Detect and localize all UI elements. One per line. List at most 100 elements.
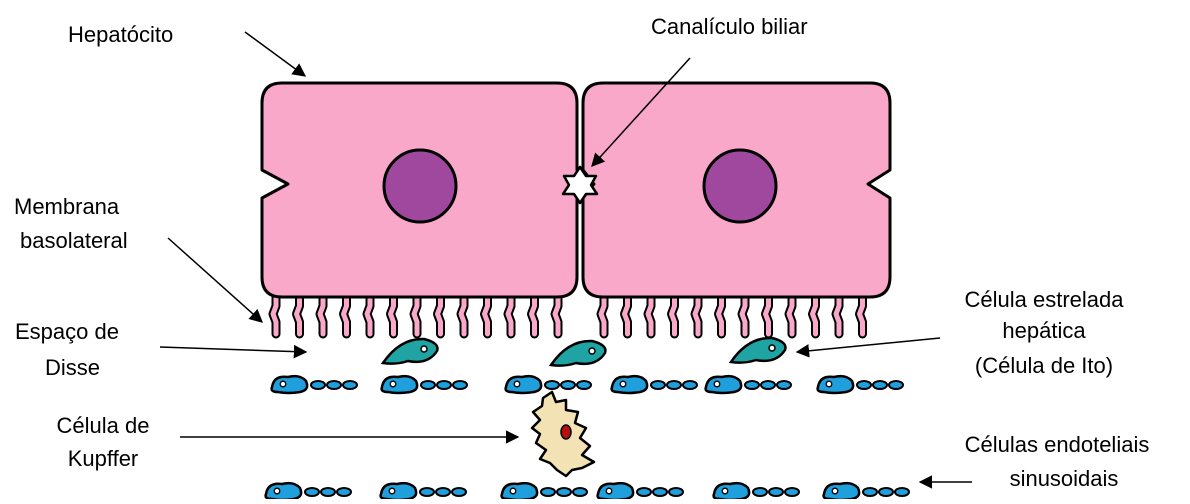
endothelial-cell-body	[824, 483, 860, 499]
endothelial-cell-body	[714, 483, 750, 499]
endothelial-cell-body	[266, 483, 302, 499]
endothelial-cell-nucleus	[510, 488, 516, 494]
endothelial-segment	[436, 488, 450, 496]
stellate-cell-nucleus	[769, 345, 775, 351]
endothelial-cell-nucleus	[280, 381, 286, 387]
endothelial-segment	[557, 488, 571, 496]
endothelial-segment	[879, 488, 893, 496]
arrow-basolateral	[168, 238, 262, 322]
endothelial-segment	[337, 488, 351, 496]
endothelial-cell-nucleus	[514, 381, 520, 387]
endothelial-cell	[506, 376, 542, 393]
endothelial-segment	[753, 488, 767, 496]
endothelial-cell-body	[706, 376, 742, 393]
endothelial-cell	[502, 483, 538, 499]
endothelial-cell	[382, 376, 418, 393]
endothelial-cell-body	[598, 483, 634, 499]
endothelial-cell-nucleus	[274, 488, 280, 494]
endothelial-cell	[706, 376, 742, 393]
endothelial-cell-nucleus	[389, 488, 395, 494]
endothelial-cell	[818, 376, 854, 393]
endothelial-segment	[785, 488, 799, 496]
arrow-stellate	[797, 338, 940, 352]
stellate-cell-body	[731, 338, 785, 363]
endothelial-cell	[381, 483, 417, 499]
label-bile-canaliculus: Canalículo biliar	[651, 14, 808, 39]
endothelial-cell	[272, 376, 308, 393]
endothelial-segment	[541, 488, 555, 496]
endothelial-cell	[598, 483, 634, 499]
stellate-cell	[551, 341, 605, 366]
endothelial-segment	[573, 488, 587, 496]
endothelial-cell	[824, 483, 860, 499]
endothelial-segment	[452, 488, 466, 496]
endothelial-segment	[577, 381, 591, 389]
endothelial-segment	[561, 381, 575, 389]
endothelial-segment	[305, 488, 319, 496]
label-hepatocyte: Hepatócito	[68, 22, 173, 47]
label-basolateral-line2: basolateral	[20, 228, 128, 253]
label-endothelial-line1: Células endoteliais	[965, 432, 1150, 457]
endothelial-segment	[667, 381, 681, 389]
endothelial-segment	[651, 381, 665, 389]
endothelial-cell-nucleus	[722, 488, 728, 494]
endothelial-cell-body	[272, 376, 308, 393]
label-disse-line2: Disse	[45, 355, 100, 380]
endothelial-cell	[266, 483, 302, 499]
stellate-cell-body	[383, 339, 437, 364]
hepatocyte-left	[262, 83, 588, 297]
label-kupffer-line2: Kupffer	[68, 446, 139, 471]
endothelial-cell-body	[382, 376, 418, 393]
stellate-cell-nucleus	[421, 346, 427, 352]
arrow-disse	[160, 347, 306, 352]
endothelial-segment	[321, 488, 335, 496]
endothelial-segment	[637, 488, 651, 496]
endothelial-cell-nucleus	[620, 381, 626, 387]
label-stellate-line2: hepática	[1002, 318, 1086, 343]
nucleus-right	[704, 150, 776, 222]
endothelial-cell-body	[818, 376, 854, 393]
stellate-cell-body	[551, 341, 605, 366]
stellate-cell	[383, 339, 437, 364]
endothelial-segment	[421, 381, 435, 389]
endothelial-segment	[857, 381, 871, 389]
endothelial-segment	[683, 381, 697, 389]
kupffer-nucleus	[561, 425, 571, 439]
endothelial-cell-nucleus	[832, 488, 838, 494]
endothelial-segment	[745, 381, 759, 389]
stellate-cell	[731, 338, 785, 363]
endothelial-segment	[777, 381, 791, 389]
endothelial-segment	[653, 488, 667, 496]
endothelial-segment	[761, 381, 775, 389]
endothelial-segment	[311, 381, 325, 389]
stellate-cells	[383, 338, 785, 366]
endothelial-segment	[420, 488, 434, 496]
label-stellate-line3: (Célula de Ito)	[975, 353, 1113, 378]
nucleus-left	[384, 150, 456, 222]
endothelial-segment	[873, 381, 887, 389]
endothelial-segment	[545, 381, 559, 389]
endothelial-cell-nucleus	[826, 381, 832, 387]
stellate-cell-nucleus	[589, 348, 595, 354]
endothelial-cell-nucleus	[390, 381, 396, 387]
hepatocyte-right	[583, 83, 890, 297]
endothelial-cell	[714, 483, 750, 499]
label-stellate-line1: Célula estrelada	[965, 287, 1125, 312]
endothelial-segment	[327, 381, 341, 389]
endothelial-segment	[863, 488, 877, 496]
endothelial-segment	[453, 381, 467, 389]
endothelial-segment	[889, 381, 903, 389]
endothelial-segment	[769, 488, 783, 496]
label-kupffer-line1: Célula de	[57, 413, 150, 438]
endothelial-segment	[343, 381, 357, 389]
endothelial-cell-body	[502, 483, 538, 499]
endothelial-segment	[437, 381, 451, 389]
label-basolateral-line1: Membrana	[14, 194, 120, 219]
arrow-hepatocyte	[245, 32, 305, 76]
endothelial-cell-body	[506, 376, 542, 393]
endothelial-cell-body	[612, 376, 648, 393]
endothelial-cell-body	[381, 483, 417, 499]
endothelial-cell-nucleus	[714, 381, 720, 387]
